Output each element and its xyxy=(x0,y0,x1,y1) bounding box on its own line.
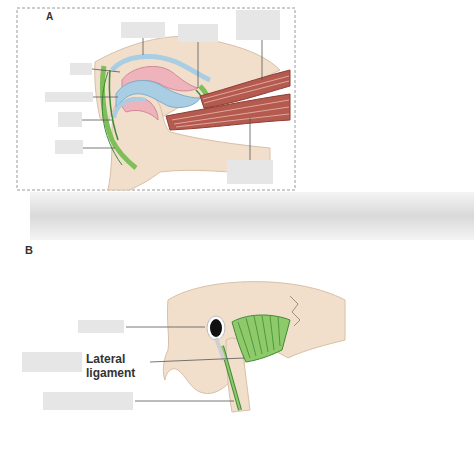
muscle-fibres xyxy=(172,100,289,127)
hidden-label-box xyxy=(70,63,92,75)
hidden-label-box xyxy=(121,22,165,38)
hidden-label-box xyxy=(236,10,280,40)
panel-letter: B xyxy=(25,244,33,257)
suture-line xyxy=(290,296,300,326)
panel-frame xyxy=(17,8,295,190)
joint-capsule xyxy=(102,72,122,165)
hidden-label-box xyxy=(45,92,93,102)
stylomandibular-ligament xyxy=(222,346,240,410)
hidden-label-box xyxy=(55,140,83,154)
stylomandibular-ligament xyxy=(222,346,240,410)
joint-capsule xyxy=(109,70,118,140)
part-label: Lateral ligament xyxy=(86,352,148,381)
articular-cartilage xyxy=(114,99,146,118)
acoustic-meatus xyxy=(210,319,222,337)
skull-outline xyxy=(163,282,345,394)
styloid-process xyxy=(216,338,224,360)
hidden-label-box xyxy=(227,160,273,184)
ligament-fibres xyxy=(238,316,280,358)
lateral-ligament-shape xyxy=(232,315,290,362)
hidden-label-box xyxy=(58,112,82,127)
panel-letter: A xyxy=(46,11,53,23)
articular-cartilage xyxy=(112,56,210,80)
leader-lines xyxy=(126,327,244,401)
leader-lines xyxy=(82,38,262,160)
joint-capsule xyxy=(102,66,136,168)
pterygoid-muscle-lower xyxy=(166,94,290,130)
hidden-label-box xyxy=(78,320,124,333)
acoustic-meatus-rim xyxy=(207,316,225,340)
blurred-caption-band xyxy=(30,192,474,240)
hidden-label-box xyxy=(22,352,82,372)
hidden-label-box xyxy=(43,392,133,410)
hidden-label-box xyxy=(178,24,218,42)
